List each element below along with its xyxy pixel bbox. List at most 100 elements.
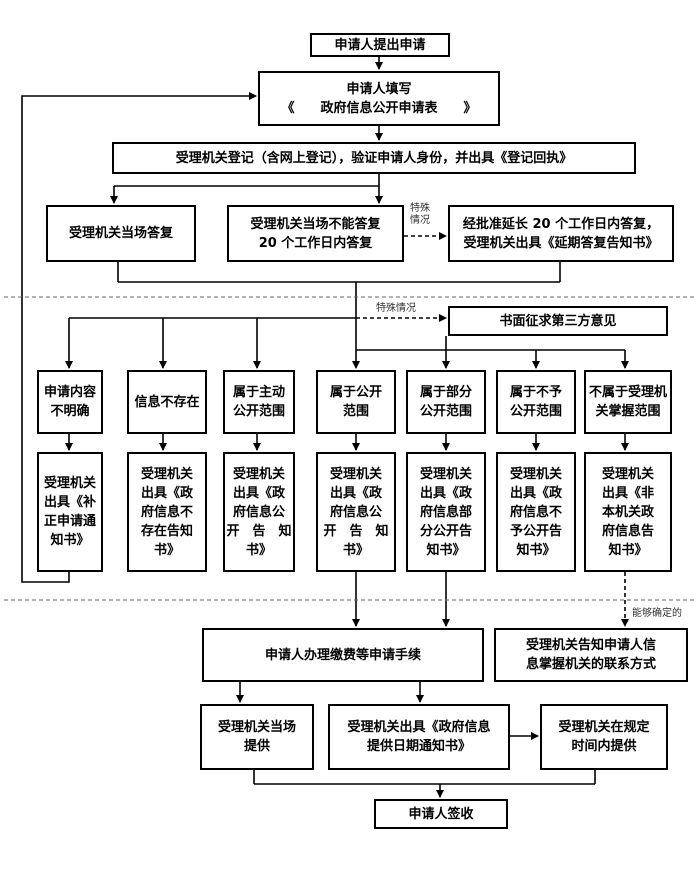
note-special-1-line2: 情况 [410, 215, 430, 226]
node-register-label: 受理机关登记（含网上登记），验证申请人身份，并出具《登记回执》 [175, 150, 573, 166]
node-inform-contact: 受理机关告知申请人信 息掌握机关的联系方式 [494, 628, 688, 682]
node-submit-label: 申请人提出申请 [334, 37, 426, 53]
category-public-line1: 属于公开 [329, 385, 382, 400]
notice-not-held-line2: 出具《非 [601, 485, 654, 501]
notice-not-public: 受理机关 出具《政 府信息不 予公开告 知书》 [496, 452, 576, 572]
notice-not-exist-line1: 受理机关 [140, 466, 193, 482]
notice-not-exist-line3: 府信息不 [140, 504, 193, 520]
notice-not-held-line5: 知书》 [608, 542, 648, 558]
node-sign: 申请人签收 [374, 799, 508, 829]
category-partial: 属于部分 公开范围 [406, 370, 486, 434]
note-special-2-label: 特殊情况 [376, 303, 416, 314]
category-proactive: 属于主动 公开范围 [223, 370, 295, 434]
notice-not-public-line5: 知书》 [516, 542, 556, 558]
notice-public-line5: 书》 [342, 542, 369, 558]
node-provide-date: 受理机关出具《政府信息 提供日期通知书》 [328, 704, 510, 770]
category-not-held-line2: 关掌握范围 [595, 404, 661, 419]
note-can-determine: 能够确定的 [632, 608, 682, 620]
node-inform-contact-line2: 息掌握机关的联系方式 [525, 657, 656, 672]
notice-partial: 受理机关 出具《政 府信息部 分公开告 知书》 [406, 452, 486, 572]
notice-partial-line1: 受理机关 [419, 466, 472, 482]
notice-not-held-line3: 本机关政 [601, 504, 654, 520]
node-fees-label: 申请人办理缴费等申请手续 [264, 647, 421, 663]
notice-not-exist-line4: 存在告知 [140, 523, 193, 539]
notice-proactive-line1: 受理机关 [232, 466, 285, 482]
notice-proactive-line5: 书》 [245, 542, 272, 558]
node-extension-line1: 经批准延长 20 个工作日内答复， [462, 216, 660, 232]
node-provide-in-time-line1: 受理机关在规定 [558, 720, 650, 735]
node-extension: 经批准延长 20 个工作日内答复， 受理机关出具《延期答复告知书》 [448, 205, 674, 262]
node-cannot-on-spot-line2: 20 个工作日内答复 [258, 235, 373, 251]
notice-public: 受理机关 出具《政 府信息公 开 告 知 书》 [316, 452, 396, 572]
category-unclear-line2: 不明确 [50, 404, 90, 419]
node-cannot-on-spot-line1: 受理机关当场不能答复 [250, 216, 381, 232]
notice-partial-line5: 知书》 [426, 542, 466, 558]
notice-not-held: 受理机关 出具《非 本机关政 府信息告 知书》 [584, 452, 672, 572]
note-special-2: 特殊情况 [376, 303, 416, 315]
node-extension-line2: 受理机关出具《延期答复告知书》 [463, 235, 659, 251]
note-special-1-line1: 特殊 [410, 203, 430, 214]
category-partial-line2: 公开范围 [419, 404, 472, 419]
node-submit: 申请人提出申请 [310, 33, 450, 57]
node-fill-form-line1: 申请人填写 [346, 81, 412, 97]
category-unclear: 申请内容 不明确 [37, 370, 103, 434]
notice-public-line2: 出具《政 [329, 485, 382, 501]
category-proactive-line1: 属于主动 [232, 385, 285, 400]
category-not-exist-label: 信息不存在 [134, 394, 200, 410]
category-not-exist: 信息不存在 [127, 370, 207, 434]
notice-not-public-line1: 受理机关 [509, 466, 562, 482]
notice-public-line4: 开 告 知 [323, 523, 389, 539]
node-sign-label: 申请人签收 [408, 806, 474, 822]
notice-not-public-line3: 府信息不 [509, 504, 562, 520]
notice-partial-line3: 府信息部 [419, 504, 472, 520]
notice-proactive-line2: 出具《政 [232, 485, 285, 501]
category-not-public: 属于不予 公开范围 [496, 370, 576, 434]
notice-supplement-line4: 知书》 [50, 533, 90, 548]
node-third-party-label: 书面征求第三方意见 [499, 313, 617, 329]
node-register: 受理机关登记（含网上登记），验证申请人身份，并出具《登记回执》 [112, 142, 636, 174]
notice-proactive: 受理机关 出具《政 府信息公 开 告 知 书》 [223, 452, 295, 572]
notice-supplement-line1: 受理机关 [43, 476, 96, 491]
note-can-determine-label: 能够确定的 [632, 608, 682, 619]
notice-not-public-line4: 予公开告 [509, 523, 562, 539]
notice-partial-line4: 分公开告 [419, 523, 472, 539]
node-provide-date-line1: 受理机关出具《政府信息 [347, 720, 491, 735]
category-public-line2: 范围 [342, 404, 369, 419]
category-not-held: 不属于受理机 关掌握范围 [584, 370, 672, 434]
node-cannot-on-spot: 受理机关当场不能答复 20 个工作日内答复 [227, 205, 404, 262]
node-provide-in-time-line2: 时间内提供 [571, 739, 637, 754]
category-partial-line1: 属于部分 [419, 385, 472, 400]
node-on-spot-reply-label: 受理机关当场答复 [68, 226, 173, 241]
category-not-public-line1: 属于不予 [509, 385, 562, 400]
notice-supplement-line2: 出具《补 [43, 495, 96, 510]
node-third-party: 书面征求第三方意见 [448, 306, 668, 336]
node-fees: 申请人办理缴费等申请手续 [202, 628, 484, 682]
node-provide-on-spot-line2: 提供 [243, 739, 270, 754]
category-not-held-line1: 不属于受理机 [588, 385, 667, 400]
node-provide-on-spot-line1: 受理机关当场 [217, 720, 296, 735]
notice-public-line3: 府信息公 [329, 504, 382, 520]
node-on-spot-reply: 受理机关当场答复 [46, 205, 196, 262]
node-provide-date-line2: 提供日期通知书》 [366, 739, 471, 754]
node-fill-form: 申请人填写 《 政府信息公开申请表 》 [258, 71, 500, 126]
notice-proactive-line3: 府信息公 [232, 504, 285, 520]
node-provide-on-spot: 受理机关当场 提供 [200, 704, 314, 770]
notice-public-line1: 受理机关 [329, 466, 382, 482]
notice-partial-line2: 出具《政 [419, 485, 472, 501]
arrow-loop-back [21, 92, 257, 583]
notice-supplement: 受理机关 出具《补 正申请通 知书》 [37, 452, 103, 572]
notice-proactive-line4: 开 告 知 [226, 523, 292, 539]
notice-not-held-line4: 府信息告 [601, 523, 654, 539]
notice-not-exist-line2: 出具《政 [140, 485, 193, 501]
notice-not-held-line1: 受理机关 [601, 466, 654, 482]
node-fill-form-line2: 《 政府信息公开申请表 》 [281, 100, 477, 116]
notice-not-public-line2: 出具《政 [509, 485, 562, 501]
note-special-1: 特殊 情况 [410, 203, 430, 227]
category-not-public-line2: 公开范围 [509, 404, 562, 419]
notice-not-exist: 受理机关 出具《政 府信息不 存在告知 书》 [127, 452, 207, 572]
category-unclear-line1: 申请内容 [43, 385, 96, 400]
node-provide-in-time: 受理机关在规定 时间内提供 [540, 704, 668, 770]
node-inform-contact-line1: 受理机关告知申请人信 [525, 638, 656, 653]
notice-supplement-line3: 正申请通 [43, 514, 96, 529]
